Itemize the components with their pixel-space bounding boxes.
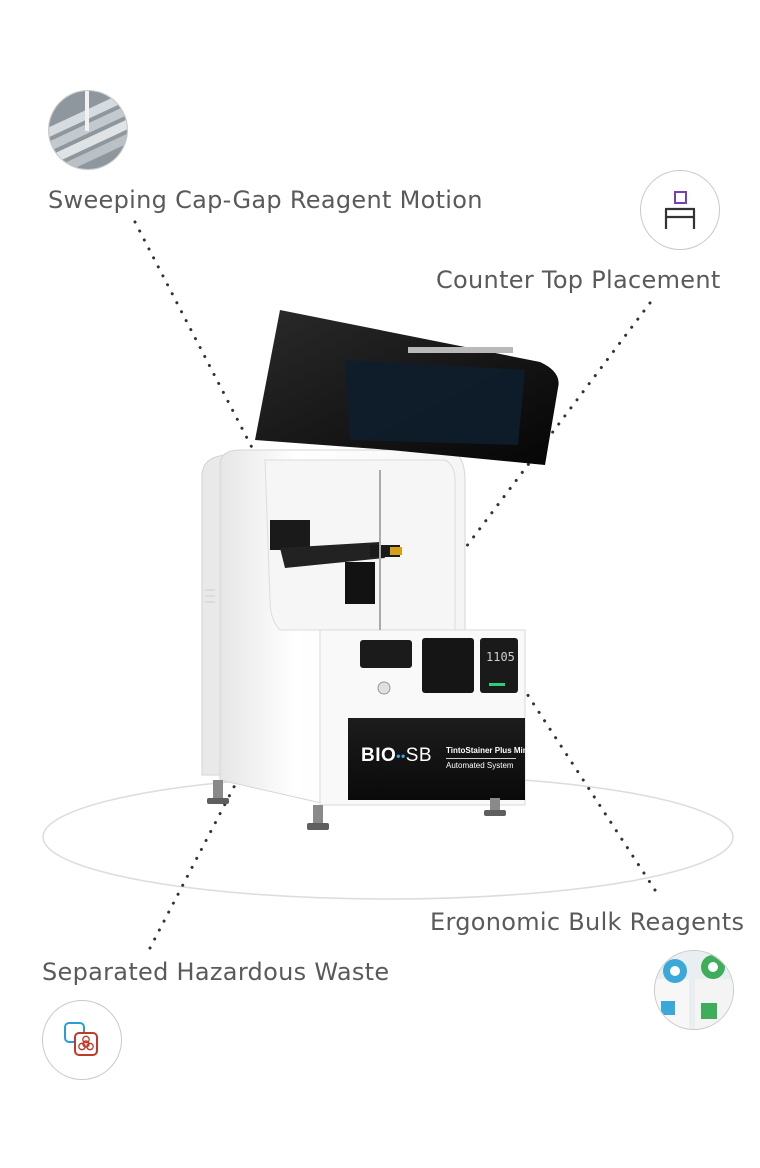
tintostainer-device-illustration: 1105: [201, 310, 559, 830]
model-subtitle: Automated System: [446, 761, 514, 770]
leader-sweeping: [133, 220, 277, 494]
countertop-badge: [640, 170, 720, 250]
brand-text: BIO: [361, 745, 397, 766]
brand-suffix-text: SB: [405, 745, 433, 766]
brand-dots-icon: ••: [396, 748, 406, 763]
display-readout: 1105: [486, 650, 515, 664]
sweeping-label: Sweeping Cap-Gap Reagent Motion: [48, 186, 483, 214]
biohazard-waste-icon: [64, 1022, 98, 1056]
leader-countertop: [458, 301, 652, 557]
slide-rack-photo-icon: [49, 91, 127, 169]
bulk-badge: [654, 950, 734, 1030]
counter-desk-icon: [664, 191, 696, 229]
waste-badge: [42, 1000, 122, 1080]
bulk-label: Ergonomic Bulk Reagents: [430, 908, 745, 936]
brand-logo: BIO••SB: [361, 745, 432, 767]
model-divider: [446, 758, 516, 759]
model-name: TintoStainer Plus Mini: [446, 746, 530, 755]
leader-bulk: [516, 678, 657, 892]
reagent-bottles-photo-icon: [655, 951, 733, 1029]
status-led: [489, 683, 505, 686]
sweeping-badge: [48, 90, 128, 170]
countertop-label: Counter Top Placement: [436, 266, 721, 294]
waste-label: Separated Hazardous Waste: [42, 958, 390, 986]
